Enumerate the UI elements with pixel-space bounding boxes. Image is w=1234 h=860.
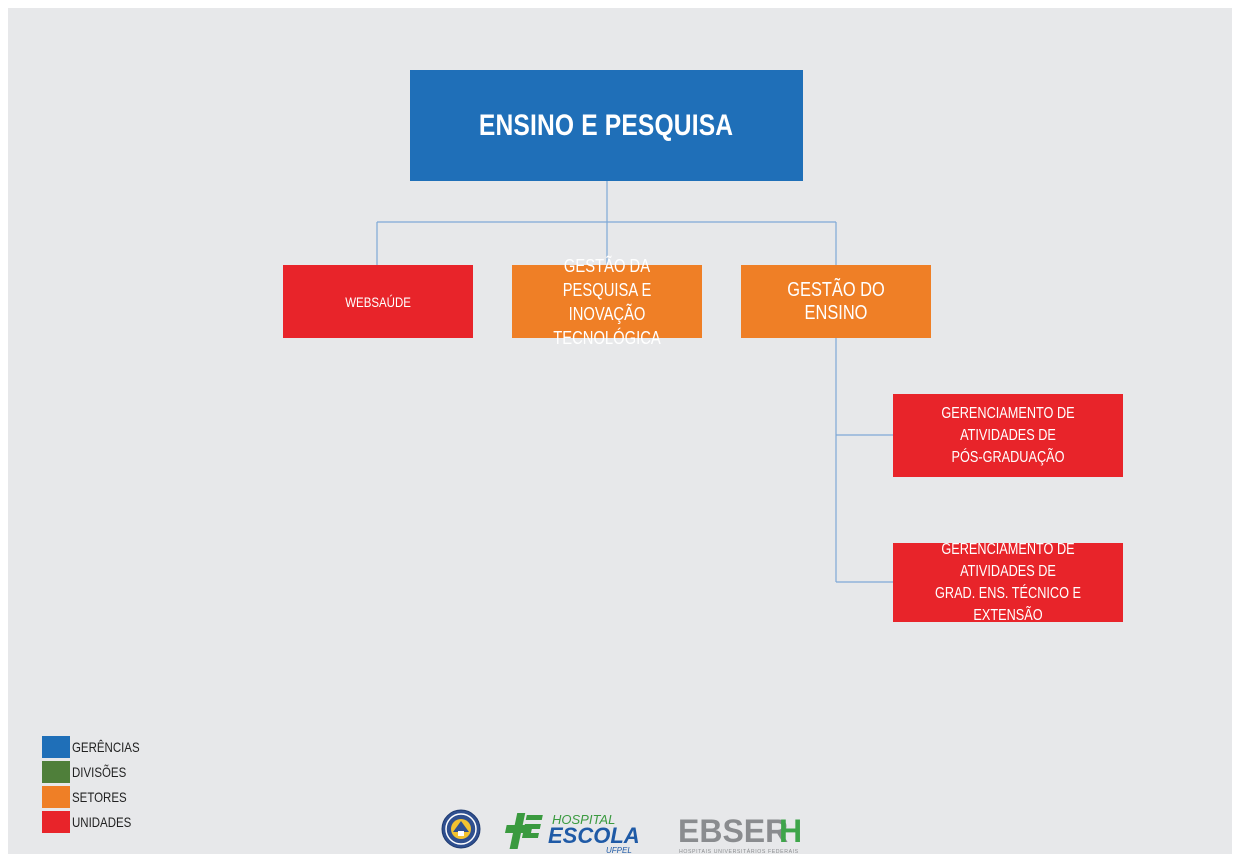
node-gerenciamento-graduacao: GERENCIAMENTO DE ATIVIDADES DE GRAD. ENS… <box>893 541 1123 624</box>
footer-logos: HOSPITAL ESCOLA UFPEL EBSER H HOSPITAIS … <box>441 809 802 855</box>
node-label: GESTÃO DA PESQUISA E INOVAÇÃO TECNOLÓGIC… <box>553 255 661 348</box>
legend-label: GERÊNCIAS <box>72 739 140 755</box>
node-gestao-do-ensino: GESTÃO DO ENSINO <box>741 265 931 338</box>
logo-text: UFPEL <box>606 846 632 855</box>
logo-text: ESCOLA <box>548 823 640 848</box>
legend-swatch <box>42 786 70 808</box>
node-label: ENSINO E PESQUISA <box>479 108 734 142</box>
legend-label: SETORES <box>72 789 127 805</box>
node-label: GESTÃO DO ENSINO <box>787 278 885 324</box>
node-gestao-da-pesquisa: GESTÃO DA PESQUISA E INOVAÇÃO TECNOLÓGIC… <box>512 256 702 348</box>
hospital-cross-icon <box>504 813 543 849</box>
node-websaude: WEBSAÚDE <box>283 265 473 338</box>
logo-text: HOSPITAIS UNIVERSITÁRIOS FEDERAIS <box>679 848 799 855</box>
legend-item-gerencias: GERÊNCIAS <box>42 736 154 758</box>
legend-item-unidades: UNIDADES <box>42 811 144 833</box>
logo-text: H <box>779 813 802 849</box>
node-label: GERENCIAMENTO DE ATIVIDADES DE GRAD. ENS… <box>935 540 1081 624</box>
legend-swatch <box>42 811 70 833</box>
legend-swatch <box>42 736 70 758</box>
node-label: GERENCIAMENTO DE ATIVIDADES DE PÓS-GRADU… <box>941 404 1075 466</box>
legend-swatch <box>42 761 70 783</box>
hospital-escola-logo: HOSPITAL ESCOLA UFPEL <box>504 812 640 855</box>
legend-label: UNIDADES <box>72 814 132 830</box>
logo-text: EBSER <box>678 813 788 849</box>
ebserh-logo: EBSER H HOSPITAIS UNIVERSITÁRIOS FEDERAI… <box>678 813 802 855</box>
legend-label: DIVISÕES <box>72 764 127 780</box>
node-gerenciamento-pos-graduacao: GERENCIAMENTO DE ATIVIDADES DE PÓS-GRADU… <box>893 394 1123 477</box>
node-label: WEBSAÚDE <box>345 293 411 310</box>
legend-item-divisoes: DIVISÕES <box>42 761 138 783</box>
logo-text: HOSPITAL <box>552 812 615 827</box>
university-seal-icon <box>441 809 481 849</box>
legend-item-setores: SETORES <box>42 786 139 808</box>
node-ensino-e-pesquisa: ENSINO E PESQUISA <box>410 70 803 181</box>
